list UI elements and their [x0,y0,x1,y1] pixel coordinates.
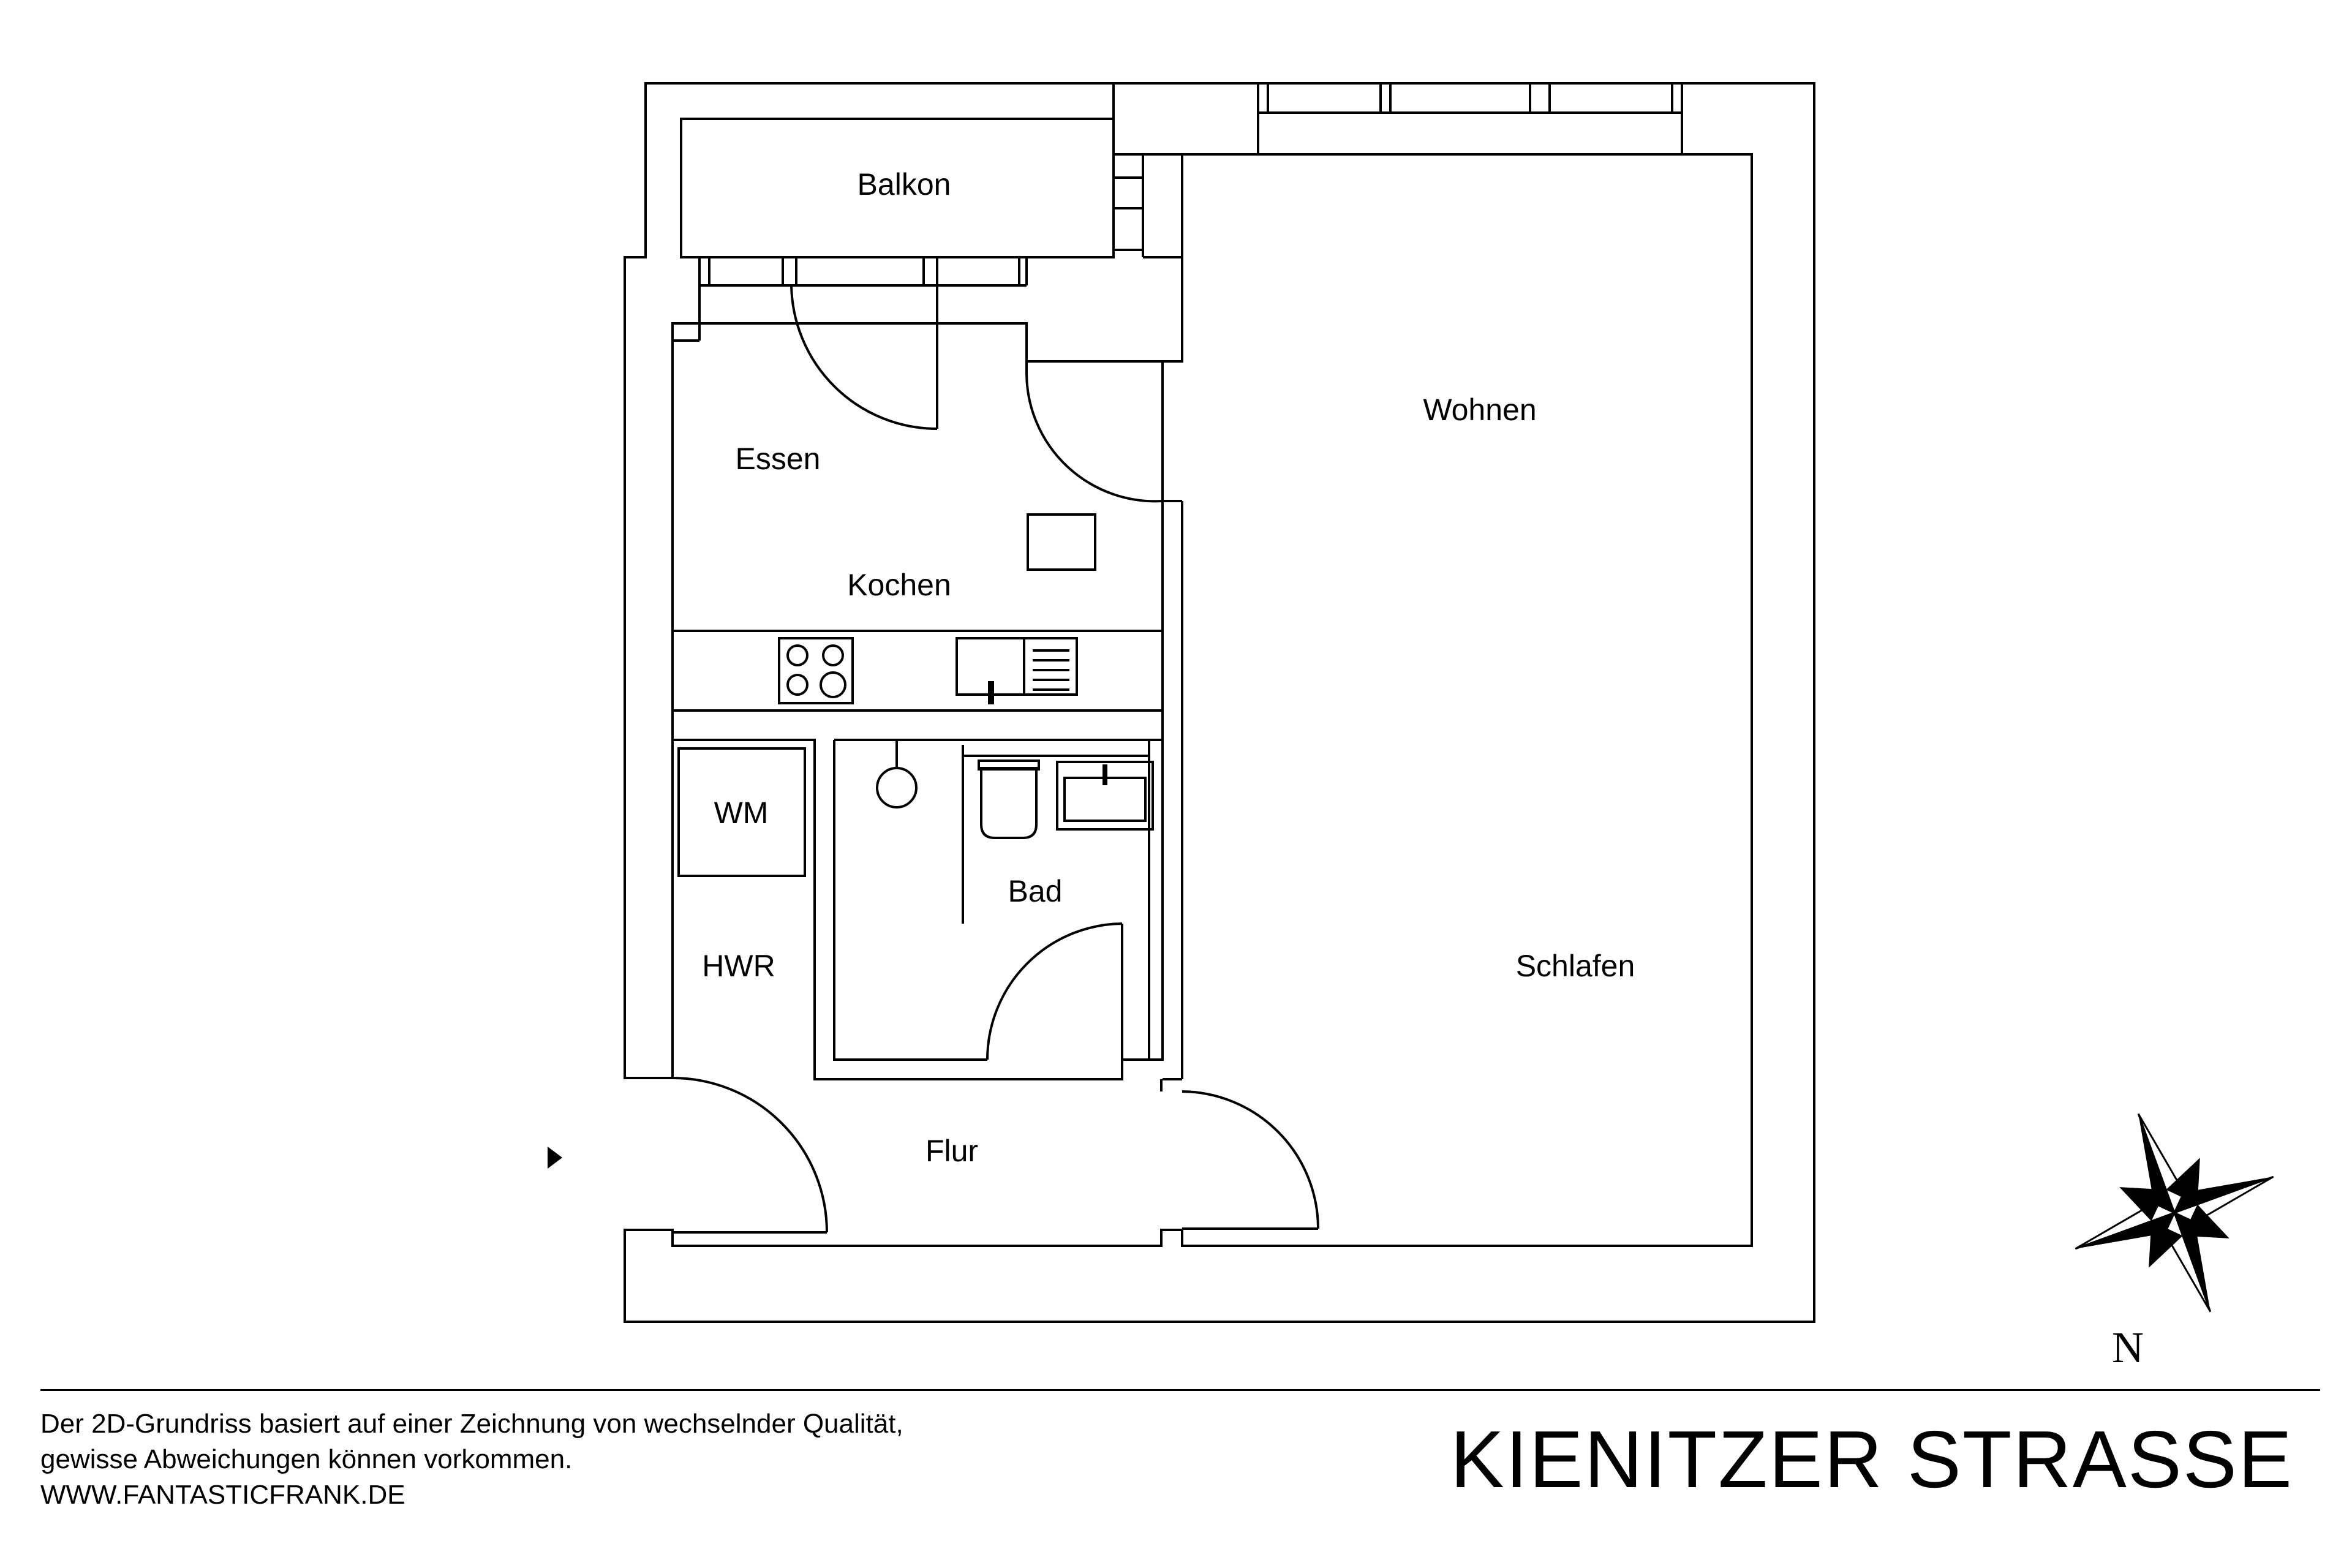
room-label-balkon: Balkon [858,167,951,202]
street-title: KIENITZER STRASSE [1450,1414,2293,1504]
balcony-door-arc [790,285,938,430]
living-door-arc [1025,373,1163,503]
balcony-outline [680,118,1115,258]
compass-north-label: N [2112,1323,2144,1372]
wall-hwr [673,739,1123,1080]
entrance-arrow-icon [548,1147,562,1169]
website-link[interactable]: WWW.FANTASTICFRANK.DE [40,1480,405,1510]
disclaimer-line-2: gewisse Abweichungen können vorkommen. [40,1444,573,1474]
wall-bad [834,739,1164,1061]
wall-balkon-wohnen [1114,153,1182,258]
bad-door-arc [986,922,1123,1060]
shower-icon [876,740,964,924]
kitchen-table [1027,513,1096,571]
room-label-essen: Essen [736,442,821,476]
disclaimer-line-1: Der 2D-Grundriss basiert auf einer Zeich… [40,1409,903,1439]
room-label-flur: Flur [925,1134,978,1168]
room-label-wm: WM [714,796,769,830]
room-label-hwr: HWR [702,949,775,983]
room-label-kochen: Kochen [847,568,951,602]
washbasin-icon [1056,761,1154,831]
room-label-schlafen: Schlafen [1516,949,1635,983]
toilet-icon [978,760,1040,839]
room-label-wohnen: Wohnen [1423,393,1536,427]
cooktop-icon [778,637,854,704]
room-label-bad: Bad [1008,874,1063,908]
sink-icon [956,637,1078,704]
outer-wall [624,82,1815,1323]
entrance-door-arc [672,1077,828,1233]
wall-bad-inner [833,740,987,1061]
bedroom-door-arc [1182,1090,1319,1229]
footer-divider [40,1389,2320,1391]
compass-rose-icon [2075,1113,2274,1313]
washing-machine [677,747,806,877]
